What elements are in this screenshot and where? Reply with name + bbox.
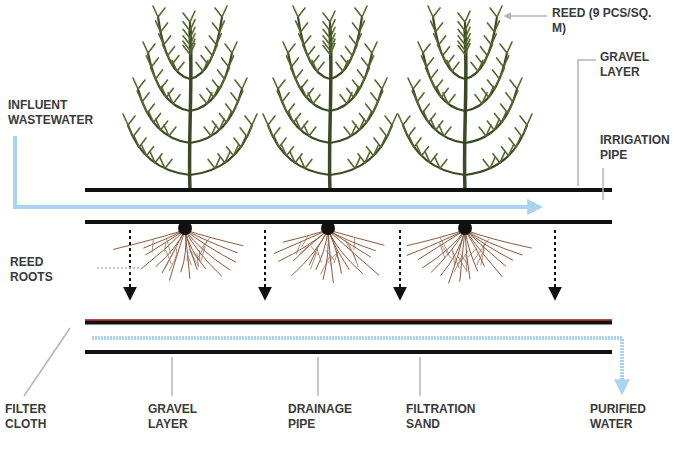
- part-label: FILTRATION SAND: [406, 402, 492, 432]
- root-cluster: [274, 221, 384, 283]
- gravel-layer-line: [85, 188, 612, 192]
- root-cluster: [407, 221, 532, 283]
- influent-flow: [15, 136, 540, 207]
- part-label: REED (9 PCS/SQ. M): [552, 6, 664, 36]
- part-label: INFLUENT WASTEWATER: [8, 98, 108, 128]
- part-label: GRAVEL LAYER: [600, 50, 672, 80]
- percolation-arrows: [130, 230, 555, 298]
- leader-lines: [24, 16, 603, 396]
- filter-cloth-edge: [85, 319, 612, 321]
- reed-plant: [263, 6, 397, 190]
- part-label: IRRIGATION PIPE: [600, 133, 676, 163]
- reed-plant: [398, 6, 532, 190]
- filter-cloth-line: [85, 320, 612, 325]
- part-label: REED ROOTS: [10, 255, 70, 285]
- irrigation-pipe-line: [85, 220, 612, 224]
- part-label: FILTER CLOTH: [5, 402, 75, 432]
- reed-roots-drawing: [113, 221, 532, 283]
- part-label: DRAINAGE PIPE: [288, 402, 363, 432]
- reed-plants: [123, 6, 532, 190]
- gravel-layer-bottom-line: [85, 350, 612, 354]
- reed-plant: [123, 6, 257, 190]
- root-cluster: [113, 221, 243, 281]
- part-label: PURIFIED WATER: [590, 402, 670, 432]
- part-label: GRAVEL LAYER: [148, 402, 218, 432]
